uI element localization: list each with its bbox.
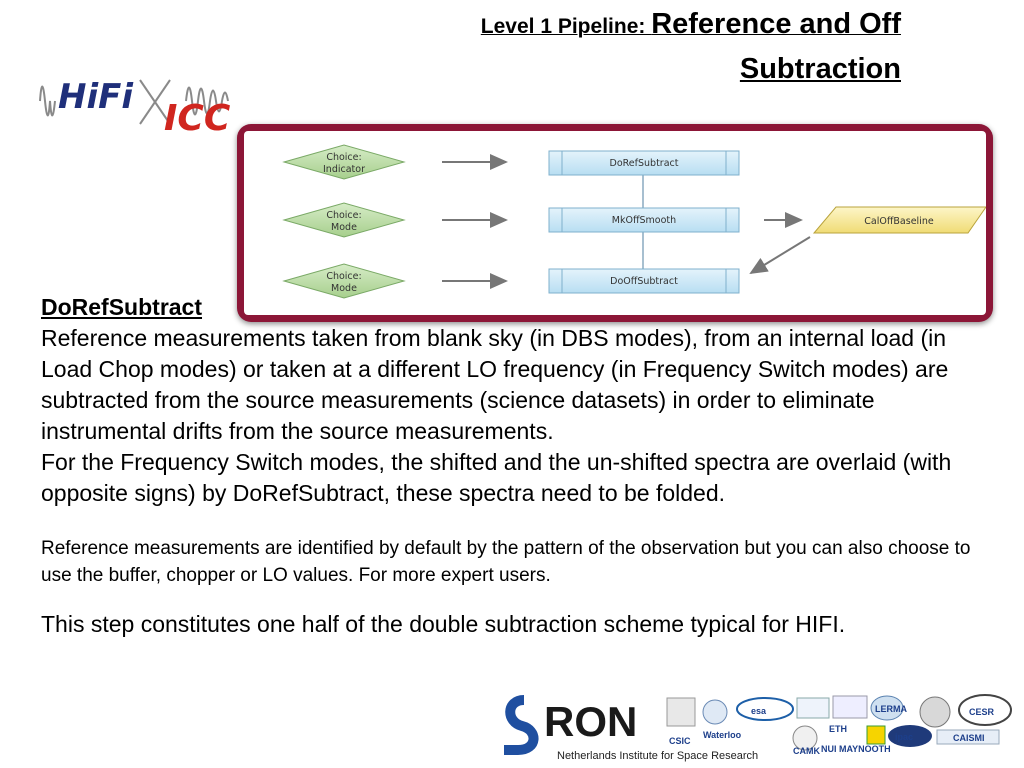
lerma-logo-icon xyxy=(870,695,904,721)
partner-emblem-icon xyxy=(832,695,868,719)
sron-text: RON xyxy=(544,698,637,745)
partner-logos: RON CSIC Waterloo esa ETH LERMA CESR CAM… xyxy=(500,688,1015,768)
pipeline-diagram: Choice: Indicator DoRefSubtract Choice: … xyxy=(244,131,986,315)
output-caloffbaseline: CalOffBaseline xyxy=(812,206,986,234)
pipeline-diagram-frame: Choice: Indicator DoRefSubtract Choice: … xyxy=(237,124,993,322)
pipeline-diagram-svg: Choice: Indicator DoRefSubtract Choice: … xyxy=(282,144,986,299)
sron-logo: RON xyxy=(504,695,637,755)
svg-text:esa: esa xyxy=(751,706,767,716)
slide-title: Level 1 Pipeline: Reference and Off Subt… xyxy=(481,4,901,89)
svg-text:LERMA: LERMA xyxy=(875,704,907,714)
svg-text:DoRefSubtract: DoRefSubtract xyxy=(610,158,679,169)
choice-mode-diamond: Choice: Mode xyxy=(282,202,406,238)
svg-text:DoOffSubtract: DoOffSubtract xyxy=(610,276,678,287)
step-dorefsubtract: DoRefSubtract xyxy=(548,150,740,176)
title-main-line2: Subtraction xyxy=(739,53,901,85)
paragraph-double-subtraction: This step constitutes one half of the do… xyxy=(41,611,846,637)
svg-text:CESR: CESR xyxy=(969,707,995,717)
svg-text:Choice:: Choice: xyxy=(326,271,361,282)
title-prefix: Level 1 Pipeline: xyxy=(480,15,652,38)
sron-tagline: Netherlands Institute for Space Research xyxy=(557,750,759,762)
svg-text:Choice:: Choice: xyxy=(326,152,361,163)
svg-text:ipac: ipac xyxy=(895,732,913,742)
section-heading: DoRefSubtract xyxy=(41,294,203,320)
esa-logo-icon xyxy=(736,697,794,721)
paragraph-reference-measurements: Reference measurements taken from blank … xyxy=(41,325,949,444)
cesr-logo-icon xyxy=(958,694,1012,726)
arrow-icon xyxy=(749,236,811,275)
svg-text:ETH: ETH xyxy=(829,724,847,734)
title-main-line1: Reference and Off xyxy=(651,8,901,40)
ipac-logo-icon xyxy=(888,725,932,747)
choice-indicator-diamond: Choice: Indicator xyxy=(282,144,406,180)
paragraph-frequency-switch: For the Frequency Switch modes, the shif… xyxy=(41,449,952,506)
slide-body: DoRefSubtract Reference measurements tak… xyxy=(41,292,971,640)
step-mkoffsmooth: MkOffSmooth xyxy=(548,207,740,233)
svg-text:Mode: Mode xyxy=(331,283,357,294)
svg-text:Indicator: Indicator xyxy=(323,164,365,175)
svg-text:Mode: Mode xyxy=(331,222,357,233)
partner-emblem-icon xyxy=(796,697,830,719)
hifi-text: HiFi xyxy=(58,77,134,117)
partner-emblem-icon xyxy=(702,699,728,725)
partner-emblem-icon xyxy=(866,725,886,745)
partner-logo-grid: CSIC Waterloo esa ETH LERMA CESR CAMK NU… xyxy=(666,694,1012,754)
svg-text:CAISMI: CAISMI xyxy=(953,733,985,743)
svg-text:Choice:: Choice: xyxy=(326,210,361,221)
partner-emblem-icon xyxy=(919,696,951,728)
camk-emblem-icon xyxy=(792,725,818,751)
svg-text:MkOffSmooth: MkOffSmooth xyxy=(612,215,676,226)
hifi-icc-logo: HiFi ICC xyxy=(39,77,231,136)
csic-emblem-icon xyxy=(666,697,696,727)
svg-text:CAMK: CAMK xyxy=(793,746,820,754)
icc-text: ICC xyxy=(164,98,231,136)
svg-text:Waterloo: Waterloo xyxy=(703,730,742,740)
caismi-logo-icon xyxy=(936,729,1000,745)
svg-text:CalOffBaseline: CalOffBaseline xyxy=(864,216,934,227)
svg-text:CSIC: CSIC xyxy=(669,736,691,746)
choice-mode-diamond: Choice: Mode xyxy=(282,263,406,299)
step-dooffsubtract: DoOffSubtract xyxy=(548,268,740,294)
paragraph-reference-identification: Reference measurements are identified by… xyxy=(41,538,971,586)
svg-text:NUI MAYNOOTH: NUI MAYNOOTH xyxy=(821,744,891,754)
